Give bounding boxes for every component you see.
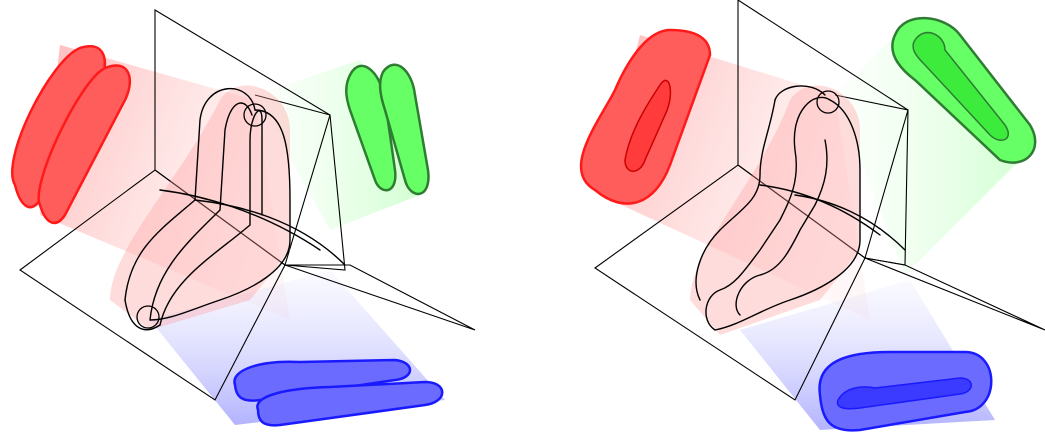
left-blue-shadow [233,358,444,427]
right-green-projection-tube [835,25,1030,275]
right-green-shadow [891,16,1037,164]
left-red-shadow [11,45,132,225]
left-floor-plane-edge [284,264,476,331]
left-figure [11,9,476,427]
left-coordinate-planes [19,9,476,401]
right-coordinate-planes [594,0,1045,401]
right-red-shadow [580,28,712,205]
left-crossing-marker-top [243,103,267,127]
left-crossing-marker-bottom [136,305,160,329]
left-vertical-plane-front [254,94,346,271]
left-green-shadow [345,63,430,196]
right-knot [690,85,906,335]
right-crossing-marker [816,90,840,114]
right-floor-plane-edge [864,257,1045,331]
right-blue-shadow [818,350,993,432]
left-knot [110,85,346,331]
right-figure [580,0,1045,432]
